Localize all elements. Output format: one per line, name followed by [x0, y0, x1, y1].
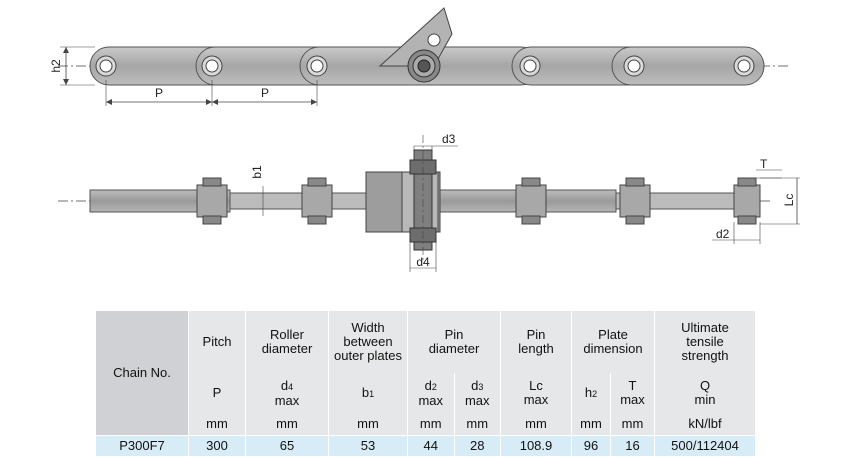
unit-cell: kN/lbf	[688, 415, 722, 431]
table-cell: 65	[245, 434, 329, 456]
unit-cell: mm	[610, 413, 655, 435]
outer-plate	[611, 46, 765, 86]
unit-cell: mm	[188, 413, 246, 435]
h2-label: h2	[49, 59, 63, 73]
width-between-outer-plates-header: Width between outer plates	[328, 311, 408, 373]
pitch-label: P	[155, 86, 163, 100]
tensile-strength-header: Ultimate tensile strength	[681, 320, 729, 363]
roller-diameter-header: Roller diameter	[245, 311, 329, 373]
unit-cell: mm	[407, 413, 455, 435]
chain-no-cell: P300F7	[96, 434, 189, 456]
unit-cell: mm	[571, 413, 611, 435]
pin-diameter-header: Pin diameter	[407, 311, 501, 373]
table-cell: 16	[610, 434, 655, 456]
pin-hole	[627, 59, 641, 73]
chain-technical-drawing: h2 P P	[49, 7, 800, 272]
pin-assembly	[301, 177, 333, 225]
table-cell: 500/112404	[654, 434, 755, 456]
unit-cell: mm	[500, 413, 572, 435]
table-row: P300F7 300 65 53 44 28 108.9 96 16 500/1…	[96, 434, 755, 456]
pin-assembly	[196, 177, 228, 225]
table-cell: 300	[188, 434, 246, 456]
pitch-label: P	[261, 86, 269, 100]
pin-hole	[310, 59, 324, 73]
d3-label: d3	[442, 132, 456, 146]
d4-label: d4	[416, 255, 430, 269]
chain-top-view: h2 P P	[49, 7, 790, 106]
d2-label: d2	[716, 227, 730, 241]
roller-ring	[417, 59, 431, 73]
chain-side-view: d3 d4 b1 T Lc d2	[58, 132, 800, 272]
h2-symbol: h2	[571, 373, 611, 413]
pitch-symbol: P	[188, 373, 246, 413]
side-plate	[229, 192, 369, 210]
Lc-label: Lc	[782, 194, 796, 207]
specification-table: Chain No. Pitch Roller diameter Width be…	[96, 311, 755, 456]
table-cell: 53	[328, 434, 408, 456]
T-label: T	[760, 157, 768, 171]
chain-no-header: Chain No.	[96, 311, 189, 435]
unit-cell: mm	[454, 413, 501, 435]
pin-assembly	[733, 177, 761, 225]
pin-hole	[737, 59, 751, 73]
pin-assembly	[515, 177, 547, 225]
attachment-hole	[427, 33, 441, 47]
pin-length-header: Pin length	[500, 311, 572, 373]
unit-cell: mm	[245, 413, 329, 435]
plate-dimension-header: Plate dimension	[571, 311, 655, 373]
pin-hole	[99, 59, 113, 73]
table-cell: 44	[407, 434, 455, 456]
b1-symbol: b1	[328, 373, 408, 413]
pin-hole	[205, 59, 219, 73]
pitch-header: Pitch	[188, 311, 246, 373]
pin-assembly	[619, 177, 651, 225]
pin-hole	[523, 59, 537, 73]
unit-cell: mm	[328, 413, 408, 435]
b1-label: b1	[250, 165, 264, 179]
table-cell: 28	[454, 434, 501, 456]
table-cell: 96	[571, 434, 611, 456]
table-cell: 108.9	[500, 434, 572, 456]
